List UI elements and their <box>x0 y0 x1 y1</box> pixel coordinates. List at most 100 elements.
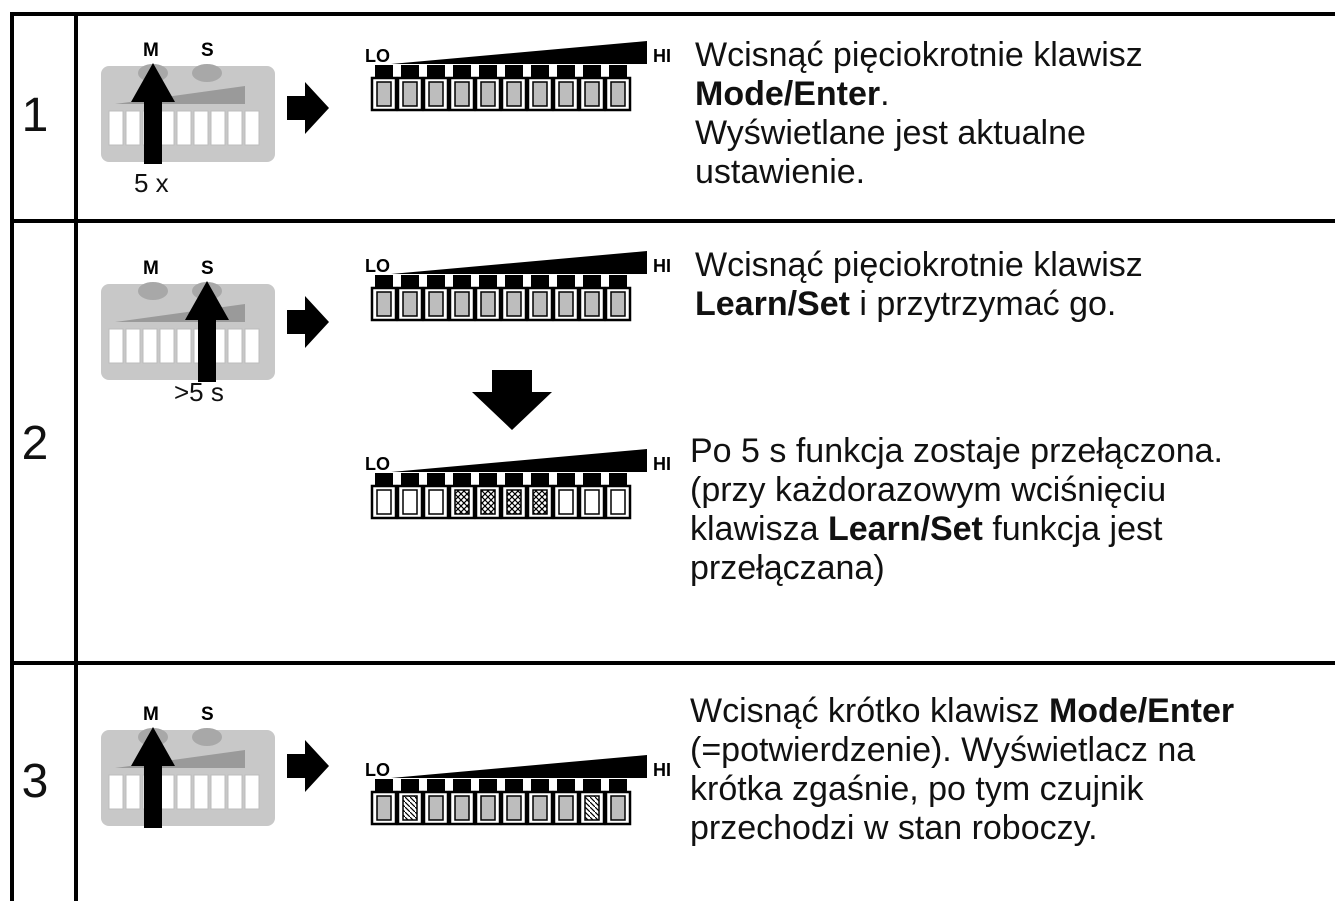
led-cap <box>453 779 471 791</box>
led-cap <box>609 65 627 77</box>
led-segment-fill <box>532 81 548 107</box>
led-cap <box>375 473 393 485</box>
led-cap <box>427 473 445 485</box>
mode-enter-button[interactable] <box>138 282 168 300</box>
description-line: (przy każdorazowym wciśnięciu <box>690 471 1223 510</box>
lo-label: LO <box>365 454 390 474</box>
press-arrow-icon <box>185 281 229 382</box>
led-segment-fill <box>402 291 418 317</box>
led-segment-fill <box>558 795 574 821</box>
led-segment-fill <box>454 795 470 821</box>
key-name: Mode/Enter <box>1048 692 1235 730</box>
device-led <box>159 774 175 810</box>
scale-wedge <box>391 755 647 778</box>
led-segment-fill <box>506 489 522 515</box>
description-text: funkcja jest <box>982 510 1163 548</box>
learn-set-button[interactable] <box>192 64 222 82</box>
led-segment-fill <box>428 81 444 107</box>
description-text: Wyświetlane jest aktualne <box>695 114 1086 152</box>
device-led <box>159 110 175 146</box>
led-cap <box>479 473 497 485</box>
led-segment-fill <box>584 489 600 515</box>
device-led-row <box>108 110 260 146</box>
led-segment-fill <box>454 291 470 317</box>
led-segment-fill <box>532 291 548 317</box>
description-text: Po 5 s funkcja zostaje przełączona. <box>690 432 1223 470</box>
led-cap <box>505 275 523 287</box>
lo-label: LO <box>365 760 390 780</box>
learn-set-button[interactable] <box>192 728 222 746</box>
led-segment-fill <box>428 489 444 515</box>
button-m-label: M <box>143 258 159 279</box>
led-cap <box>427 779 445 791</box>
led-segment-fill <box>480 81 496 107</box>
description-line: krótka zgaśnie, po tym czujnik <box>690 770 1234 809</box>
led-cap <box>531 779 549 791</box>
led-segment-fill <box>428 795 444 821</box>
button-m-label: M <box>143 704 159 725</box>
led-cap <box>479 275 497 287</box>
device-led-row <box>108 328 260 364</box>
led-segment-fill <box>376 489 392 515</box>
description-text: ustawienie. <box>695 153 866 191</box>
led-cap <box>375 65 393 77</box>
led-cap <box>479 65 497 77</box>
device-led <box>227 328 243 364</box>
description-line: klawisza Learn/Set funkcja jest <box>690 510 1223 549</box>
right-arrow-icon <box>287 82 329 134</box>
led-cap <box>609 473 627 485</box>
description-text: Wcisnąć pięciokrotnie klawisz <box>695 36 1143 74</box>
description-line: ustawienie. <box>695 153 1143 192</box>
led-segment-fill <box>402 489 418 515</box>
description-line: Wcisnąć pięciokrotnie klawisz <box>695 246 1143 285</box>
button-m-label: M <box>143 40 159 61</box>
step-description: Wcisnąć krótko klawisz Mode/Enter(=potwi… <box>690 692 1234 848</box>
press-arrow-icon <box>131 63 175 164</box>
description-text: (=potwierdzenie). Wyświetlacz na <box>690 731 1196 769</box>
led-segment-fill <box>558 489 574 515</box>
led-segment-fill <box>376 795 392 821</box>
led-segment-fill <box>610 291 626 317</box>
led-cap <box>583 65 601 77</box>
device-led <box>125 774 141 810</box>
device-led <box>244 328 260 364</box>
device-led <box>210 110 226 146</box>
led-cap <box>505 473 523 485</box>
device-led <box>142 328 158 364</box>
device-led <box>108 110 124 146</box>
down-arrow-icon <box>472 370 552 430</box>
button-s-label: S <box>201 704 214 725</box>
description-line: Learn/Set i przytrzymać go. <box>695 285 1143 324</box>
led-segment-fill <box>610 81 626 107</box>
led-segment-fill <box>610 489 626 515</box>
led-segment-fill <box>402 795 418 821</box>
device-led <box>108 774 124 810</box>
right-arrow-icon <box>287 296 329 348</box>
led-cap <box>557 275 575 287</box>
hi-label: HI <box>653 256 671 276</box>
key-name: Mode/Enter <box>695 75 881 113</box>
led-segment-fill <box>584 81 600 107</box>
led-cap <box>557 779 575 791</box>
description-text: przechodzi w stan roboczy. <box>690 809 1098 847</box>
press-duration-label: >5 s <box>174 377 224 407</box>
led-cap <box>479 779 497 791</box>
device-led <box>227 110 243 146</box>
description-line: przechodzi w stan roboczy. <box>690 809 1234 848</box>
device-led <box>176 110 192 146</box>
description-text: Wcisnąć pięciokrotnie klawisz <box>695 246 1143 284</box>
description-text: krótka zgaśnie, po tym czujnik <box>690 770 1144 808</box>
led-cap <box>427 65 445 77</box>
led-cap <box>583 473 601 485</box>
scale-wedge <box>391 41 647 64</box>
button-s-label: S <box>201 258 214 279</box>
press-count-label: 5 x <box>134 168 169 198</box>
led-cap <box>583 779 601 791</box>
led-segment-fill <box>376 291 392 317</box>
